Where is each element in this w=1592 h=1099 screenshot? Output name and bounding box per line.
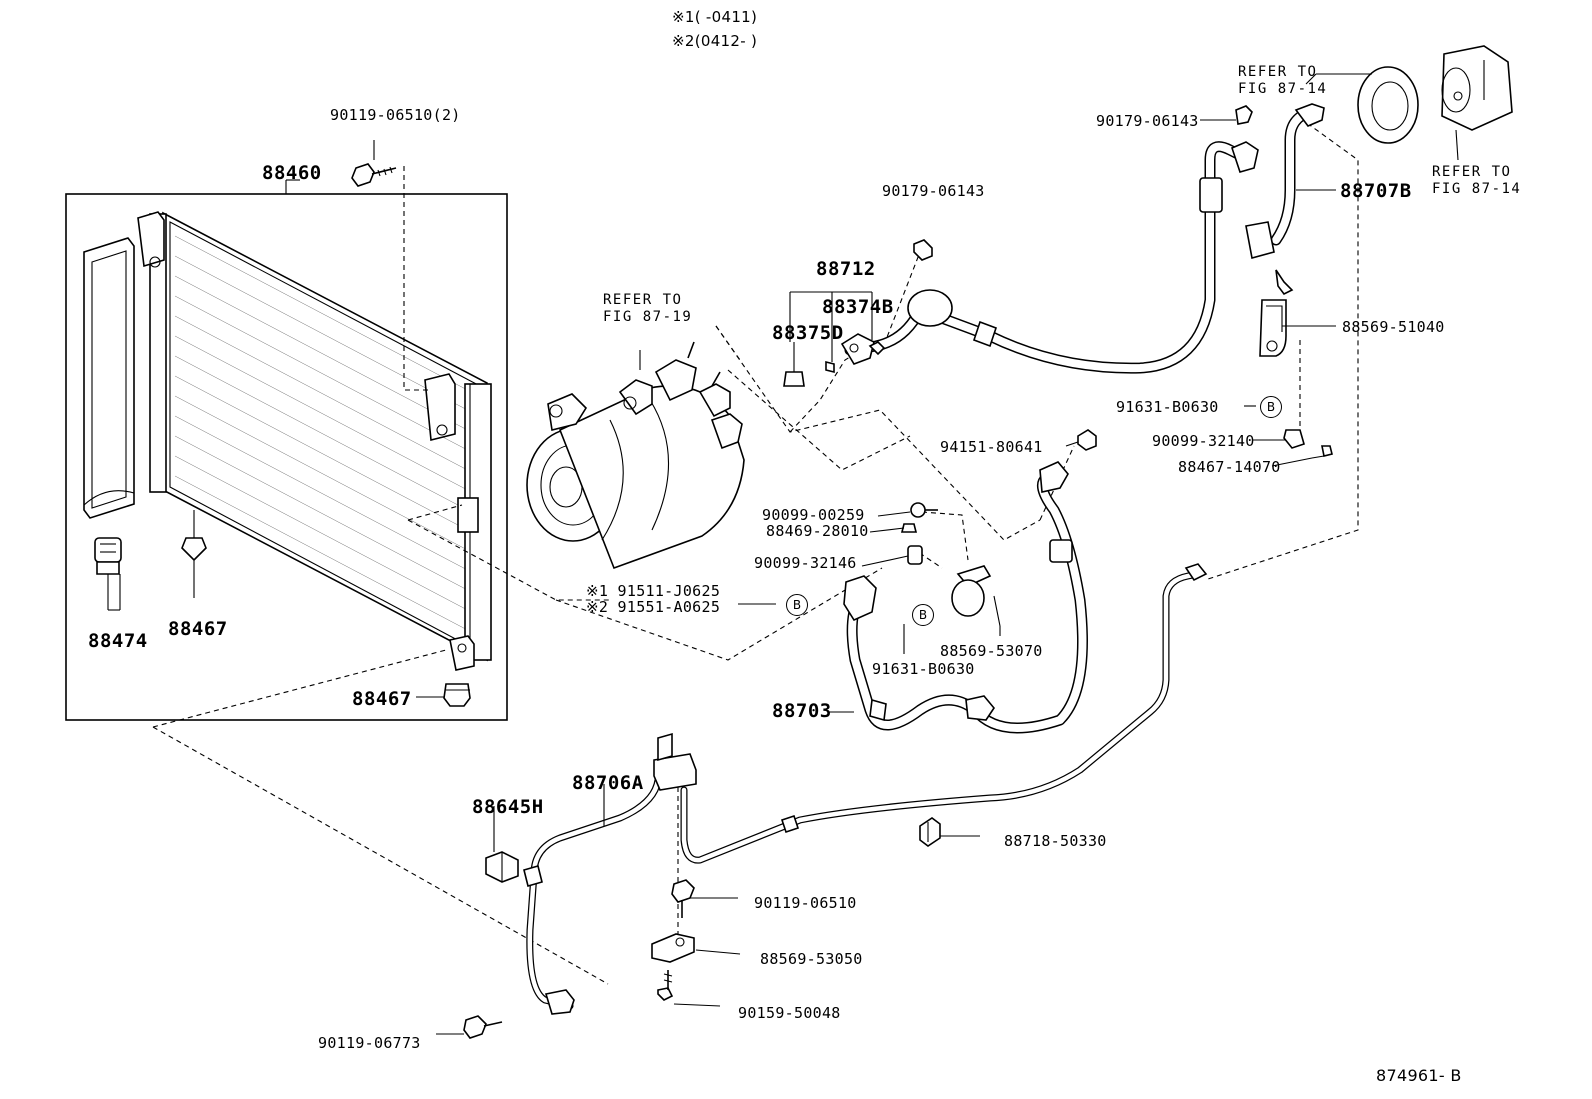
b-marker-c: B — [912, 604, 934, 626]
callout-91631-b0630-a[interactable]: 91631-B0630 — [1116, 398, 1219, 416]
callout-88467-a[interactable]: 88467 — [168, 618, 228, 640]
bracket-88569-53050 — [651, 933, 695, 963]
bolt-90099-00259 — [910, 502, 938, 518]
clip-88469-28010 — [900, 523, 918, 533]
callout-88569-53070[interactable]: 88569-53070 — [940, 642, 1043, 660]
compressor — [526, 341, 745, 570]
clamp-88718-50330 — [919, 817, 941, 847]
callout-88645h[interactable]: 88645H — [472, 796, 544, 818]
callout-90119-06773[interactable]: 90119-06773 — [318, 1034, 421, 1052]
callout-88467-14070[interactable]: 88467-14070 — [1178, 458, 1281, 476]
callout-88374b[interactable]: 88374B — [822, 296, 894, 318]
cushion-88467-b — [416, 683, 471, 707]
callout-90099-00259[interactable]: 90099-00259 — [762, 506, 865, 524]
figure-id: 874961- B — [1376, 1066, 1462, 1085]
nut-90179-06143-center — [913, 239, 933, 261]
callout-refer-fig-87-14-b[interactable]: REFER TO FIG 87-14 — [1432, 164, 1522, 197]
callout-88712[interactable]: 88712 — [816, 258, 876, 280]
bracket-88712 — [789, 291, 873, 374]
callout-refer-fig-87-14-a[interactable]: REFER TO FIG 87-14 — [1238, 64, 1328, 97]
grommet-90099-32140 — [1283, 429, 1305, 449]
nut-94151-80641 — [1077, 429, 1097, 451]
callout-90179-06143-a[interactable]: 90179-06143 — [882, 182, 985, 200]
callout-91551-a0625[interactable]: ※2 91551-A0625 — [586, 598, 721, 616]
hose-88707b — [840, 103, 1325, 374]
callout-refer-fig-87-19[interactable]: REFER TO FIG 87-19 — [603, 292, 693, 325]
b-marker-b: B — [786, 594, 808, 616]
callout-94151-80641[interactable]: 94151-80641 — [940, 438, 1043, 456]
note-variant-1: ※1( -0411) — [672, 8, 758, 26]
callout-88569-53050[interactable]: 88569-53050 — [760, 950, 863, 968]
bolt-88467-14070 — [1311, 445, 1333, 459]
callout-88706a[interactable]: 88706A — [572, 772, 644, 794]
callout-88469-28010[interactable]: 88469-28010 — [766, 522, 869, 540]
callout-90119-06510-2[interactable]: 90119-06510(2) — [330, 106, 461, 124]
condenser-side-cover — [83, 237, 135, 519]
clamp-88569-53070 — [951, 565, 1001, 636]
callout-90099-32146[interactable]: 90099-32146 — [754, 554, 857, 572]
expansion-valve-fig-87-14 — [1441, 45, 1513, 131]
callout-90159-50048[interactable]: 90159-50048 — [738, 1004, 841, 1022]
callout-88707b[interactable]: 88707B — [1340, 180, 1412, 202]
cap-88375d — [783, 342, 805, 387]
clamp-88569-51040 — [1259, 299, 1287, 357]
switch-88645h — [485, 806, 519, 883]
callout-90179-06143-b[interactable]: 90179-06143 — [1096, 112, 1199, 130]
seal-ring-fig-87-14 — [1357, 66, 1419, 144]
bolt-90119-06773 — [463, 1015, 503, 1039]
bolt-90119-06510-lower — [671, 879, 695, 918]
callout-90119-06510[interactable]: 90119-06510 — [754, 894, 857, 912]
callout-88569-51040[interactable]: 88569-51040 — [1342, 318, 1445, 336]
callout-90099-32140[interactable]: 90099-32140 — [1152, 432, 1255, 450]
callout-88718-50330[interactable]: 88718-50330 — [1004, 832, 1107, 850]
bolt-90119-06510-2 — [351, 140, 397, 187]
pipe-liquid-lower — [680, 563, 1208, 864]
desiccant-plug-88474 — [94, 537, 122, 611]
note-variant-2: ※2(0412- ) — [672, 32, 758, 50]
callout-91631-b0630-b[interactable]: 91631-B0630 — [872, 660, 975, 678]
b-marker-a: B — [1260, 396, 1282, 418]
pipe-88706a — [523, 732, 697, 1015]
grommet-90099-32146 — [907, 545, 923, 565]
callout-91511-j0625[interactable]: ※1 91511-J0625 — [586, 582, 721, 600]
screw-90159-50048 — [657, 970, 674, 1001]
callout-88460[interactable]: 88460 — [262, 162, 322, 184]
callout-88474[interactable]: 88474 — [88, 630, 148, 652]
leader-lines — [436, 73, 1459, 1035]
cushion-88467-a — [181, 510, 207, 598]
callout-88467-b[interactable]: 88467 — [352, 688, 412, 710]
hose-88703 — [843, 461, 1088, 734]
condenser-core — [137, 211, 492, 671]
callout-88375d[interactable]: 88375D — [772, 322, 844, 344]
callout-88703[interactable]: 88703 — [772, 700, 832, 722]
